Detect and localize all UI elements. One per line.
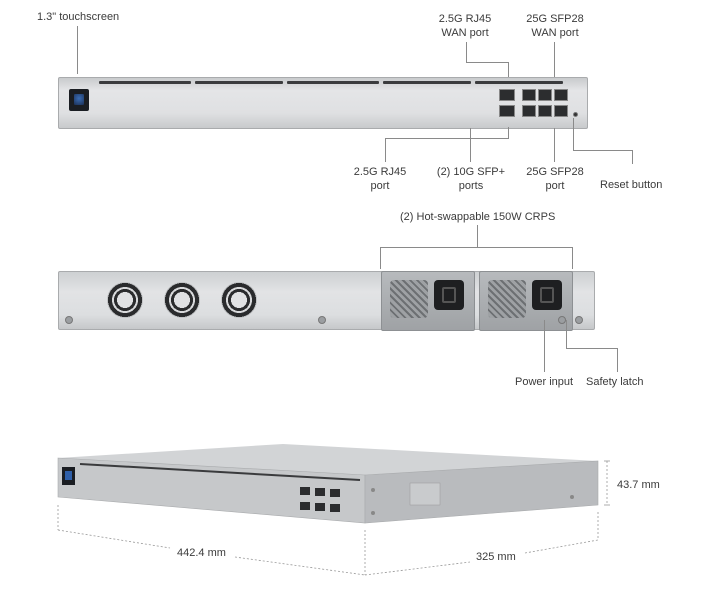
depth-dim-line-a — [364, 561, 471, 576]
psu-fan-grill — [488, 280, 526, 318]
psu-module[interactable] — [381, 271, 475, 331]
fan-icon — [164, 282, 200, 318]
reset-label: Reset button — [600, 179, 663, 191]
power-input-socket[interactable] — [532, 280, 562, 310]
wan-sfp28-leader — [554, 42, 555, 88]
fan-icon — [107, 282, 143, 318]
device-top-face — [58, 444, 598, 475]
reset-leader-v — [573, 118, 574, 150]
screw — [318, 316, 326, 324]
wan-sfp28-label: 25G SFP28 WAN port — [526, 13, 584, 39]
front-vent — [99, 81, 191, 84]
iso-port — [330, 504, 340, 512]
touchscreen-leader-line — [77, 26, 78, 74]
width-dimension-label: 442.4 mm — [177, 547, 226, 559]
safety-latch-label: Safety latch — [586, 376, 644, 388]
front-vent — [287, 81, 379, 84]
iso-screw — [570, 495, 574, 499]
sfp-plus-port[interactable] — [522, 105, 536, 117]
crps-label: (2) Hot-swappable 150W CRPS — [400, 211, 556, 223]
crps-bracket-h — [380, 247, 572, 248]
rj45-leader-v2 — [508, 127, 509, 139]
safety-latch[interactable] — [558, 316, 566, 324]
sfp28-port[interactable] — [538, 105, 552, 117]
wan-rj45-leader-v — [466, 42, 467, 62]
safety-latch-leader-v — [566, 320, 567, 348]
touchscreen-display[interactable] — [69, 89, 89, 111]
sfp28-label: 25G SFP28 port — [526, 166, 584, 192]
power-input-socket[interactable] — [434, 280, 464, 310]
front-vent — [475, 81, 563, 84]
front-panel — [58, 77, 588, 129]
reset-leader-h — [573, 150, 633, 151]
iso-port — [300, 502, 310, 510]
wan-rj45-label: 2.5G RJ45 WAN port — [438, 13, 492, 39]
touchscreen-label: 1.3" touchscreen — [37, 11, 120, 23]
crps-bracket-right — [572, 247, 573, 269]
device-side-face — [364, 460, 599, 524]
crps-leader-v — [477, 225, 478, 247]
sfp-plus-port[interactable] — [522, 89, 536, 101]
iso-screw — [371, 488, 375, 492]
safety-latch-leader-h — [566, 348, 618, 349]
width-dim-line-a — [57, 529, 171, 549]
sfp28-leader — [554, 128, 555, 162]
reset-button[interactable] — [573, 112, 578, 117]
rj45-leader-v — [385, 138, 386, 162]
iso-port — [315, 488, 325, 496]
screw — [575, 316, 583, 324]
sfp28-port[interactable] — [554, 105, 568, 117]
depth-dim-line-b — [524, 539, 599, 554]
safety-latch-leader-v2 — [617, 348, 618, 372]
front-vent — [195, 81, 283, 84]
height-dimension-label: 43.7 mm — [617, 479, 660, 491]
iso-touchscreen-glow — [65, 471, 72, 480]
sfp-plus-port[interactable] — [538, 89, 552, 101]
iso-side-label — [409, 482, 441, 506]
wan-rj45-leader-v2 — [508, 62, 509, 88]
iso-screw — [371, 511, 375, 515]
power-input-leader — [544, 320, 545, 372]
device-vent — [79, 463, 361, 481]
power-input-label: Power input — [515, 376, 574, 388]
rj45-port[interactable] — [499, 105, 515, 117]
crps-bracket-left — [380, 247, 381, 269]
iso-port — [315, 503, 325, 511]
wan-sfp28-port[interactable] — [554, 89, 568, 101]
wan-rj45-port[interactable] — [499, 89, 515, 101]
iso-port — [330, 489, 340, 497]
reset-leader-v2 — [632, 150, 633, 164]
rj45-leader-h — [385, 138, 508, 139]
sfp-plus-label: (2) 10G SFP+ ports — [436, 166, 506, 192]
front-vent — [383, 81, 471, 84]
width-dim-line-b — [234, 556, 366, 576]
depth-dimension-label: 325 mm — [476, 551, 516, 563]
psu-module[interactable] — [479, 271, 573, 331]
rear-panel — [58, 271, 595, 331]
screw — [65, 316, 73, 324]
rj45-label: 2.5G RJ45 port — [353, 166, 407, 192]
psu-fan-grill — [390, 280, 428, 318]
wan-rj45-leader-h — [466, 62, 509, 63]
iso-port — [300, 487, 310, 495]
fan-icon — [221, 282, 257, 318]
sfp-plus-leader — [470, 128, 471, 162]
